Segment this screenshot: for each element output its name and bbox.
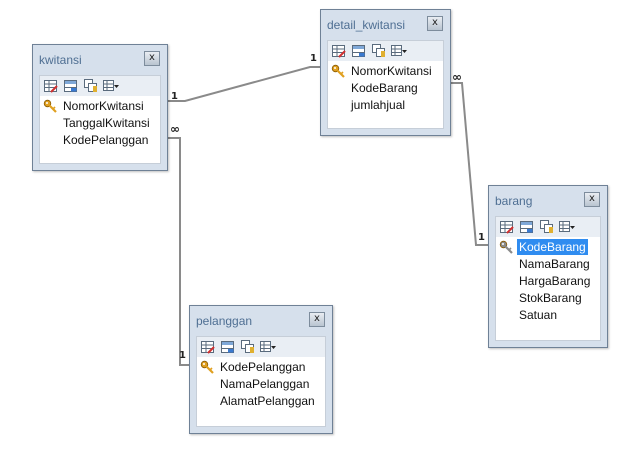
field-name: NomorKwitansi <box>63 99 144 113</box>
grid-menu-icon[interactable] <box>559 219 575 235</box>
relationship-line-kwitansi-detail_kwitansi[interactable] <box>168 66 320 102</box>
table-title: barang <box>495 194 533 208</box>
table-props-icon[interactable] <box>43 78 59 94</box>
relationship-line-kwitansi-pelanggan[interactable] <box>168 137 189 366</box>
field-name: NomorKwitansi <box>351 64 432 78</box>
field-name: KodeBarang <box>351 81 418 95</box>
field-item-Satuan[interactable]: Satuan <box>496 307 600 324</box>
relationship-end-label: 1 <box>179 350 186 361</box>
field-item-TanggalKwitansi[interactable]: TanggalKwitansi <box>40 115 160 132</box>
field-item-HargaBarang[interactable]: HargaBarang <box>496 273 600 290</box>
table-props-icon[interactable] <box>499 219 515 235</box>
close-button[interactable]: x <box>584 192 600 207</box>
table-title: pelanggan <box>196 314 253 328</box>
field-name: KodeBarang <box>517 239 588 255</box>
relationship-end-label: 1 <box>310 53 317 64</box>
table-toolbar <box>496 217 600 237</box>
field-name: NamaPelanggan <box>220 377 310 391</box>
table-toolbar <box>328 41 443 61</box>
field-item-NomorKwitansi[interactable]: NomorKwitansi <box>40 98 160 115</box>
field-item-NamaPelanggan[interactable]: NamaPelanggan <box>197 376 325 393</box>
field-item-KodePelanggan[interactable]: KodePelanggan <box>197 359 325 376</box>
primary-key-icon <box>200 360 214 374</box>
field-name: Satuan <box>519 308 558 322</box>
primary-key-icon <box>499 240 513 254</box>
field-item-jumlahjual[interactable]: jumlahjual <box>328 97 443 114</box>
table-toolbar <box>197 337 325 357</box>
primary-key-icon <box>43 99 57 113</box>
grid-menu-icon[interactable] <box>391 43 407 59</box>
tables-icon[interactable] <box>371 43 387 59</box>
close-button[interactable]: x <box>427 16 443 31</box>
field-item-StokBarang[interactable]: StokBarang <box>496 290 600 307</box>
relationship-line-detail_kwitansi-barang[interactable] <box>451 82 488 246</box>
tables-icon[interactable] <box>539 219 555 235</box>
field-item-NamaBarang[interactable]: NamaBarang <box>496 256 600 273</box>
field-item-KodeBarang[interactable]: KodeBarang <box>328 80 443 97</box>
field-name: NamaBarang <box>519 257 590 271</box>
close-button[interactable]: x <box>309 312 325 327</box>
field-name: KodePelanggan <box>63 133 149 147</box>
index-icon[interactable] <box>519 219 535 235</box>
table-toolbar <box>40 76 160 96</box>
table-title: kwitansi <box>39 53 82 67</box>
table-props-icon[interactable] <box>200 339 216 355</box>
grid-menu-icon[interactable] <box>103 78 119 94</box>
index-icon[interactable] <box>220 339 236 355</box>
field-item-KodeBarang[interactable]: KodeBarang <box>496 239 600 256</box>
primary-key-icon <box>331 64 345 78</box>
index-icon[interactable] <box>351 43 367 59</box>
field-item-AlamatPelanggan[interactable]: AlamatPelanggan <box>197 393 325 410</box>
relationship-end-label: 1 <box>171 91 178 102</box>
tables-icon[interactable] <box>83 78 99 94</box>
grid-menu-icon[interactable] <box>260 339 276 355</box>
field-name: jumlahjual <box>351 98 406 112</box>
field-item-KodePelanggan[interactable]: KodePelanggan <box>40 132 160 149</box>
table-props-icon[interactable] <box>331 43 347 59</box>
relationship-end-label: 1 <box>478 232 485 243</box>
field-name: KodePelanggan <box>220 360 306 374</box>
close-button[interactable]: x <box>144 51 160 66</box>
table-title: detail_kwitansi <box>327 18 406 32</box>
relationship-end-label: ∞ <box>452 70 462 84</box>
index-icon[interactable] <box>63 78 79 94</box>
tables-icon[interactable] <box>240 339 256 355</box>
relationship-end-label: ∞ <box>170 122 180 136</box>
field-name: TanggalKwitansi <box>63 116 150 130</box>
field-name: HargaBarang <box>519 274 591 288</box>
field-item-NomorKwitansi[interactable]: NomorKwitansi <box>328 63 443 80</box>
field-name: StokBarang <box>519 291 582 305</box>
field-name: AlamatPelanggan <box>220 394 315 408</box>
